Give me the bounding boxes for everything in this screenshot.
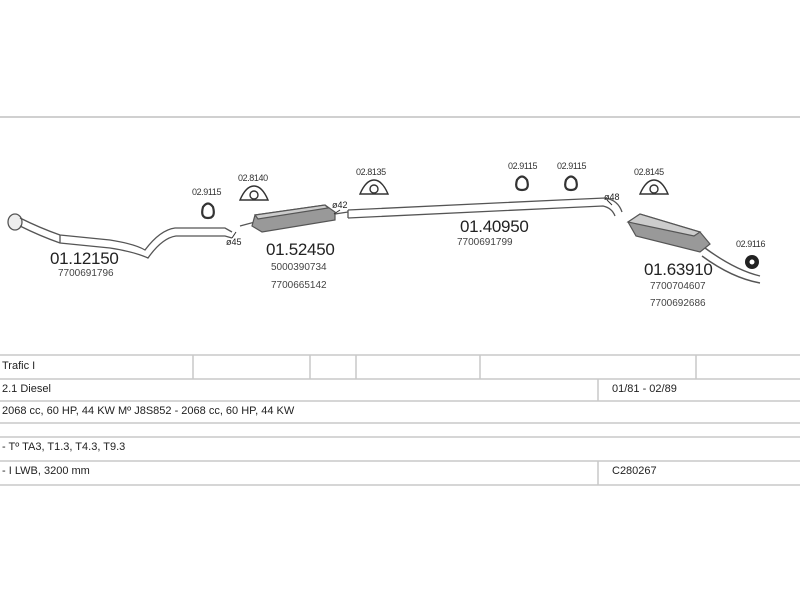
small-part-label: 02.8140 bbox=[238, 173, 268, 183]
front-pipe-drawing bbox=[7, 213, 233, 259]
small-part-label: 02.9115 bbox=[508, 161, 538, 171]
oem-number: 7700665142 bbox=[271, 280, 327, 291]
small-part-label: 02.8145 bbox=[634, 167, 664, 177]
round-mount-icon bbox=[745, 255, 759, 269]
rear-muffler-drawing bbox=[626, 213, 761, 284]
oem-number: 5000390734 bbox=[271, 262, 327, 273]
middle-muffler-drawing bbox=[239, 204, 349, 233]
part-number: 01.52450 bbox=[266, 240, 335, 259]
vehicle-model: Trafic I bbox=[2, 360, 36, 372]
small-part-label: 02.8135 bbox=[356, 167, 386, 177]
oem-number: 7700692686 bbox=[650, 298, 706, 309]
reference-code: C280267 bbox=[612, 465, 657, 477]
small-part-label: 02.9115 bbox=[557, 161, 587, 171]
diameter-label: ø42 bbox=[332, 200, 348, 210]
rubber-mount-icon bbox=[238, 179, 670, 201]
oem-number: 7700691799 bbox=[457, 237, 513, 248]
wheelbase: - I LWB, 3200 mm bbox=[2, 465, 90, 477]
diameter-markers bbox=[231, 199, 613, 239]
engine-type: 2.1 Diesel bbox=[2, 383, 51, 395]
diameter-label: ø45 bbox=[226, 237, 242, 247]
intermediate-pipe-drawing bbox=[347, 197, 623, 219]
production-period: 01/81 - 02/89 bbox=[612, 383, 677, 395]
hanger-ring-icon bbox=[201, 175, 578, 220]
engine-spec: 2068 cc, 60 HP, 44 KW Mº J8S852 - 2068 c… bbox=[2, 405, 295, 417]
model-variants: - Tº TA3, T1.3, T4.3, T9.3 bbox=[2, 441, 126, 453]
part-number: 01.63910 bbox=[644, 260, 713, 279]
oem-number: 7700691796 bbox=[58, 268, 114, 279]
part-number: 01.40950 bbox=[460, 217, 529, 236]
oem-number: 7700704607 bbox=[650, 281, 706, 292]
small-part-label: 02.9116 bbox=[736, 239, 766, 249]
table-grid bbox=[0, 354, 800, 486]
diameter-label: ø48 bbox=[604, 192, 620, 202]
part-number: 01.12150 bbox=[50, 249, 119, 268]
small-part-label: 02.9115 bbox=[192, 187, 222, 197]
